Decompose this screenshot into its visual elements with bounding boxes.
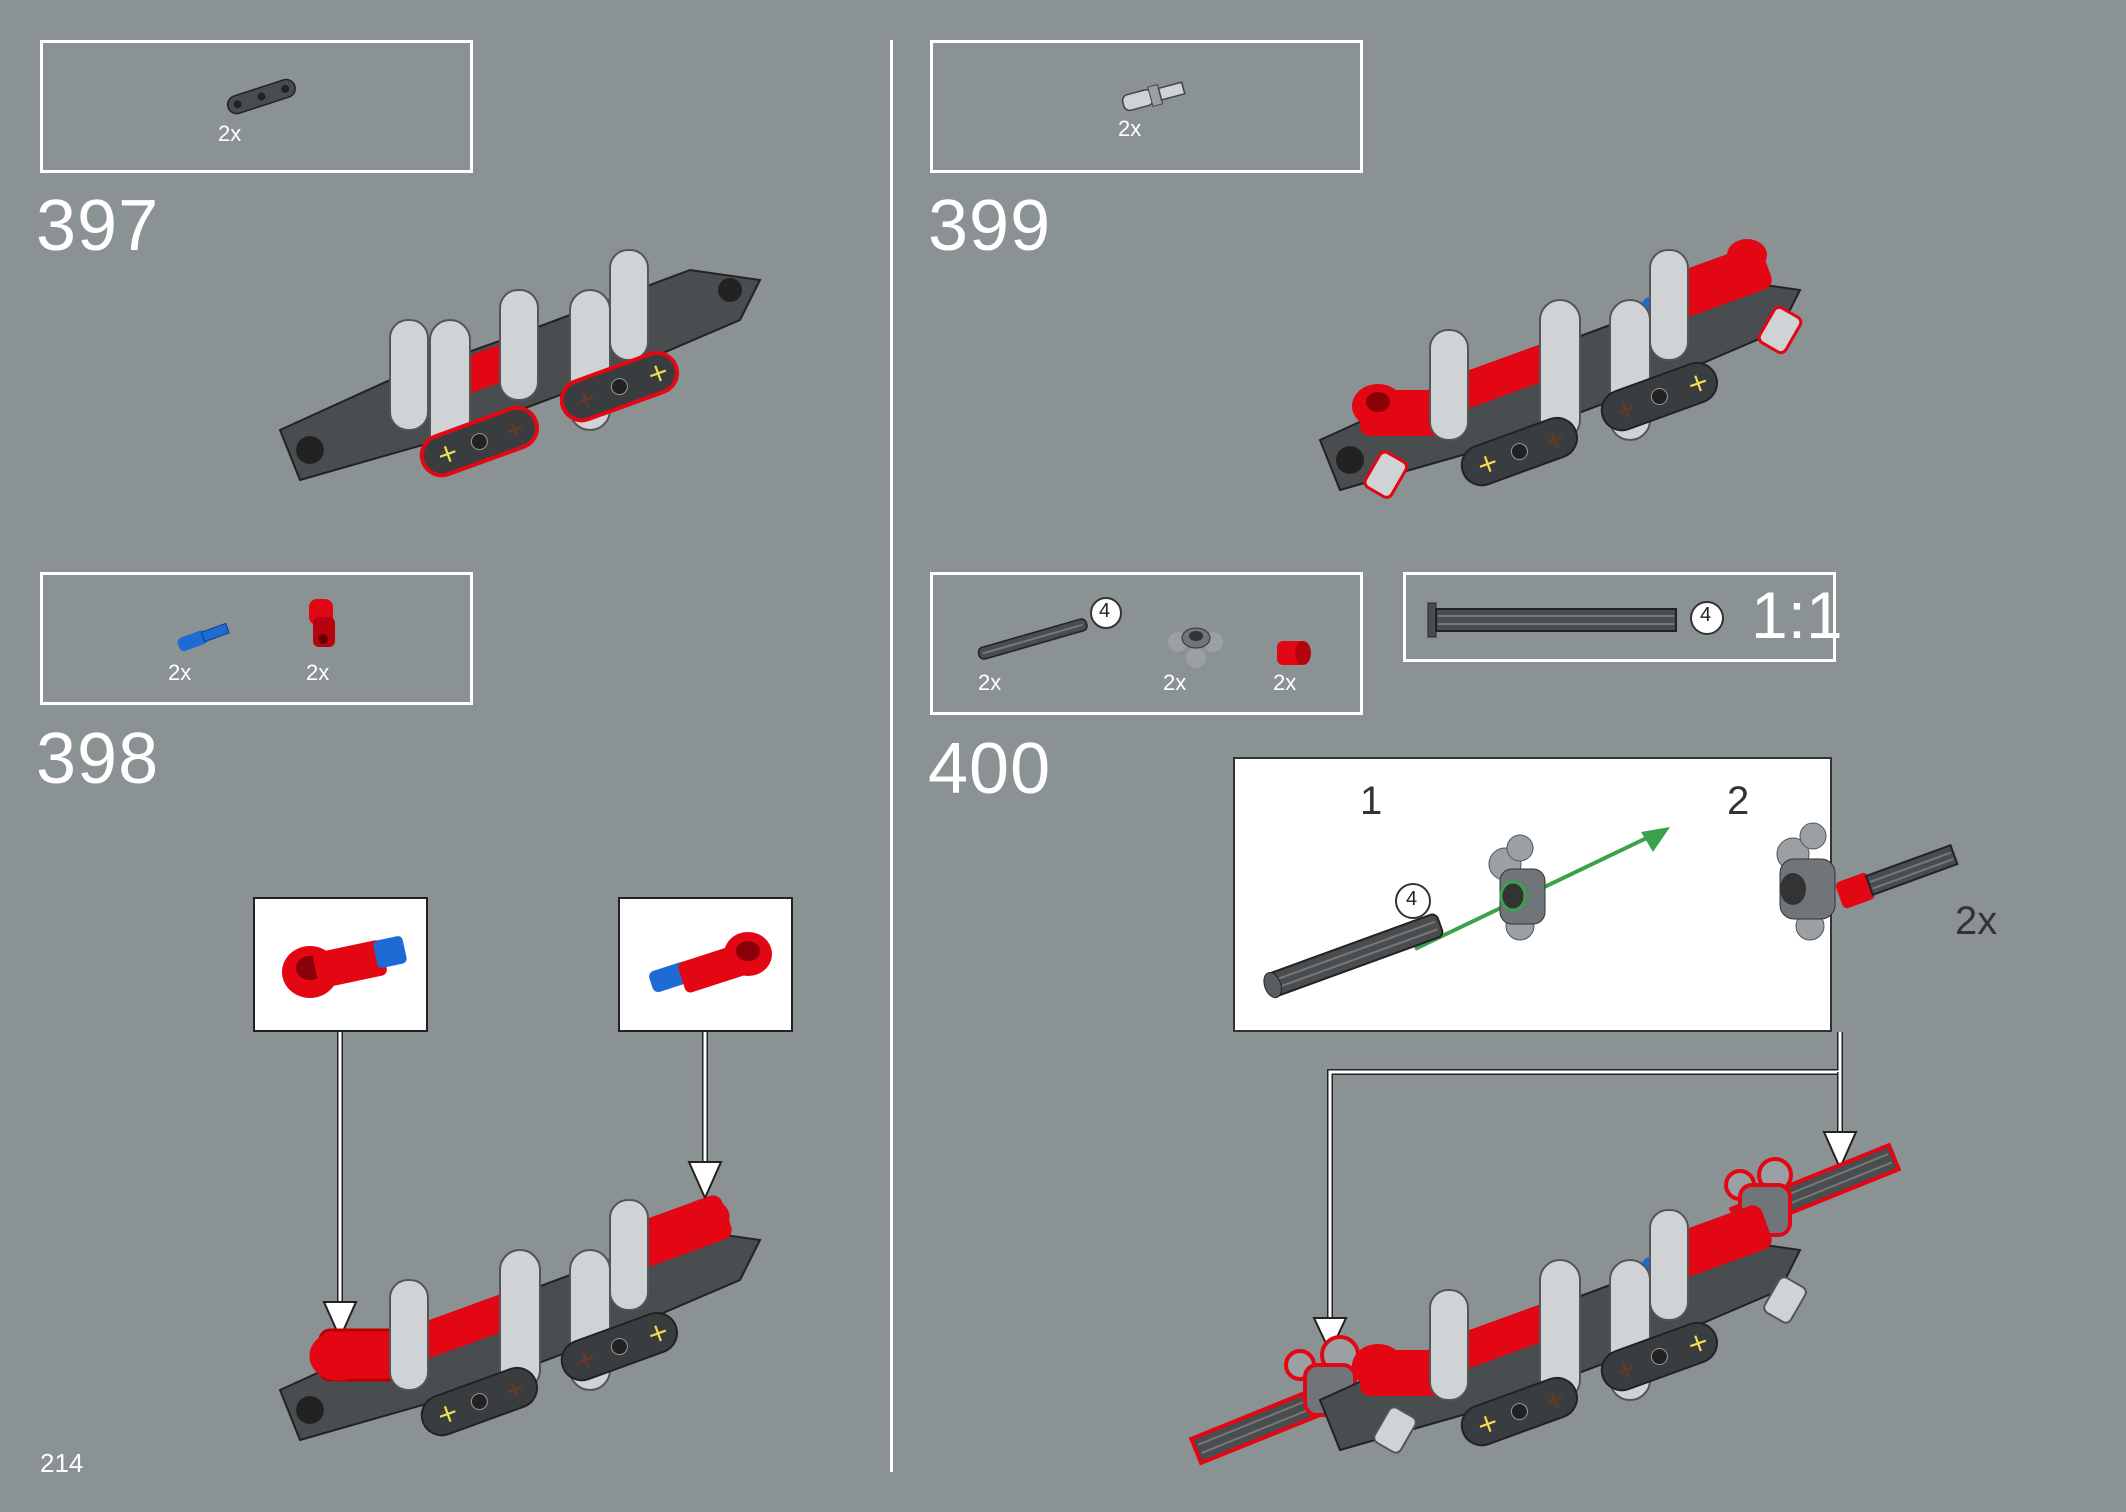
part-qty: 2x bbox=[978, 670, 1002, 695]
assembly-model-398: + + + + bbox=[278, 1195, 762, 1442]
page-number: 214 bbox=[40, 1448, 84, 1478]
assembly-model-400: + + + + bbox=[1188, 1142, 1902, 1466]
assembly-model-399: + + + + bbox=[1318, 239, 1803, 499]
ball-connector-icon bbox=[1168, 627, 1223, 668]
substep-label-2: 2 bbox=[1727, 779, 1750, 823]
axle-4-icon bbox=[977, 618, 1088, 660]
scale-ratio: 1:1 bbox=[1751, 578, 1843, 652]
substep-label-1: 1 bbox=[1360, 779, 1383, 823]
page-divider bbox=[890, 40, 893, 1472]
detail-callout-right bbox=[618, 897, 793, 1032]
red-pin-connector-icon bbox=[309, 599, 335, 647]
scale-reference-box: 4 1:1 bbox=[1403, 572, 1843, 662]
substep-axle-length: 4 bbox=[1406, 888, 1418, 910]
parts-box-398: 2x 2x bbox=[40, 572, 473, 705]
part-qty: 2x bbox=[1163, 670, 1187, 695]
axle-length-label: 4 bbox=[1099, 600, 1111, 622]
blue-axle-pin-icon bbox=[177, 622, 230, 652]
assembly-model-397: + + + + bbox=[278, 249, 762, 482]
parts-box-397: 2x bbox=[40, 40, 473, 173]
part-qty: 2x bbox=[1118, 116, 1142, 141]
liftarm-1x3-icon bbox=[226, 78, 296, 115]
part-qty: 2x bbox=[306, 660, 330, 685]
scale-length-label: 4 bbox=[1700, 604, 1712, 626]
pin-with-axle-icon bbox=[1121, 81, 1186, 112]
blue-axle-pin-icon bbox=[649, 932, 772, 993]
axle-4-icon bbox=[1263, 913, 1444, 999]
assembled-axle-icon bbox=[1776, 822, 1959, 941]
step-number-400: 400 bbox=[928, 729, 1052, 809]
length-4-badge-icon bbox=[1395, 883, 1431, 919]
substep-callout: 1 2 4 2x bbox=[1233, 757, 1997, 1032]
length-4-badge-icon bbox=[1690, 601, 1724, 635]
parts-box-399: 2x bbox=[930, 40, 1363, 173]
detail-callout-left bbox=[253, 897, 428, 1032]
parts-box-400: 4 2x 2x 2x bbox=[930, 572, 1363, 715]
part-qty: 2x bbox=[168, 660, 192, 685]
step-number-398: 398 bbox=[36, 719, 160, 799]
step-number-397: 397 bbox=[36, 186, 160, 266]
placement-arrow-right bbox=[687, 1032, 723, 1201]
part-qty: 2x bbox=[1273, 670, 1297, 695]
red-bushing-icon bbox=[1277, 641, 1311, 665]
part-qty: 2x bbox=[218, 121, 242, 146]
length-4-badge-icon bbox=[1090, 597, 1122, 629]
placement-arrow-left bbox=[322, 1032, 358, 1341]
axle-4-scale-icon bbox=[1427, 602, 1677, 638]
callout-quantity: 2x bbox=[1955, 899, 1998, 943]
ball-connector-icon bbox=[1488, 834, 1546, 941]
callout-connector-arrows bbox=[1312, 1032, 1858, 1355]
red-pin-connector-icon bbox=[282, 936, 407, 998]
step-number-399: 399 bbox=[928, 186, 1052, 266]
